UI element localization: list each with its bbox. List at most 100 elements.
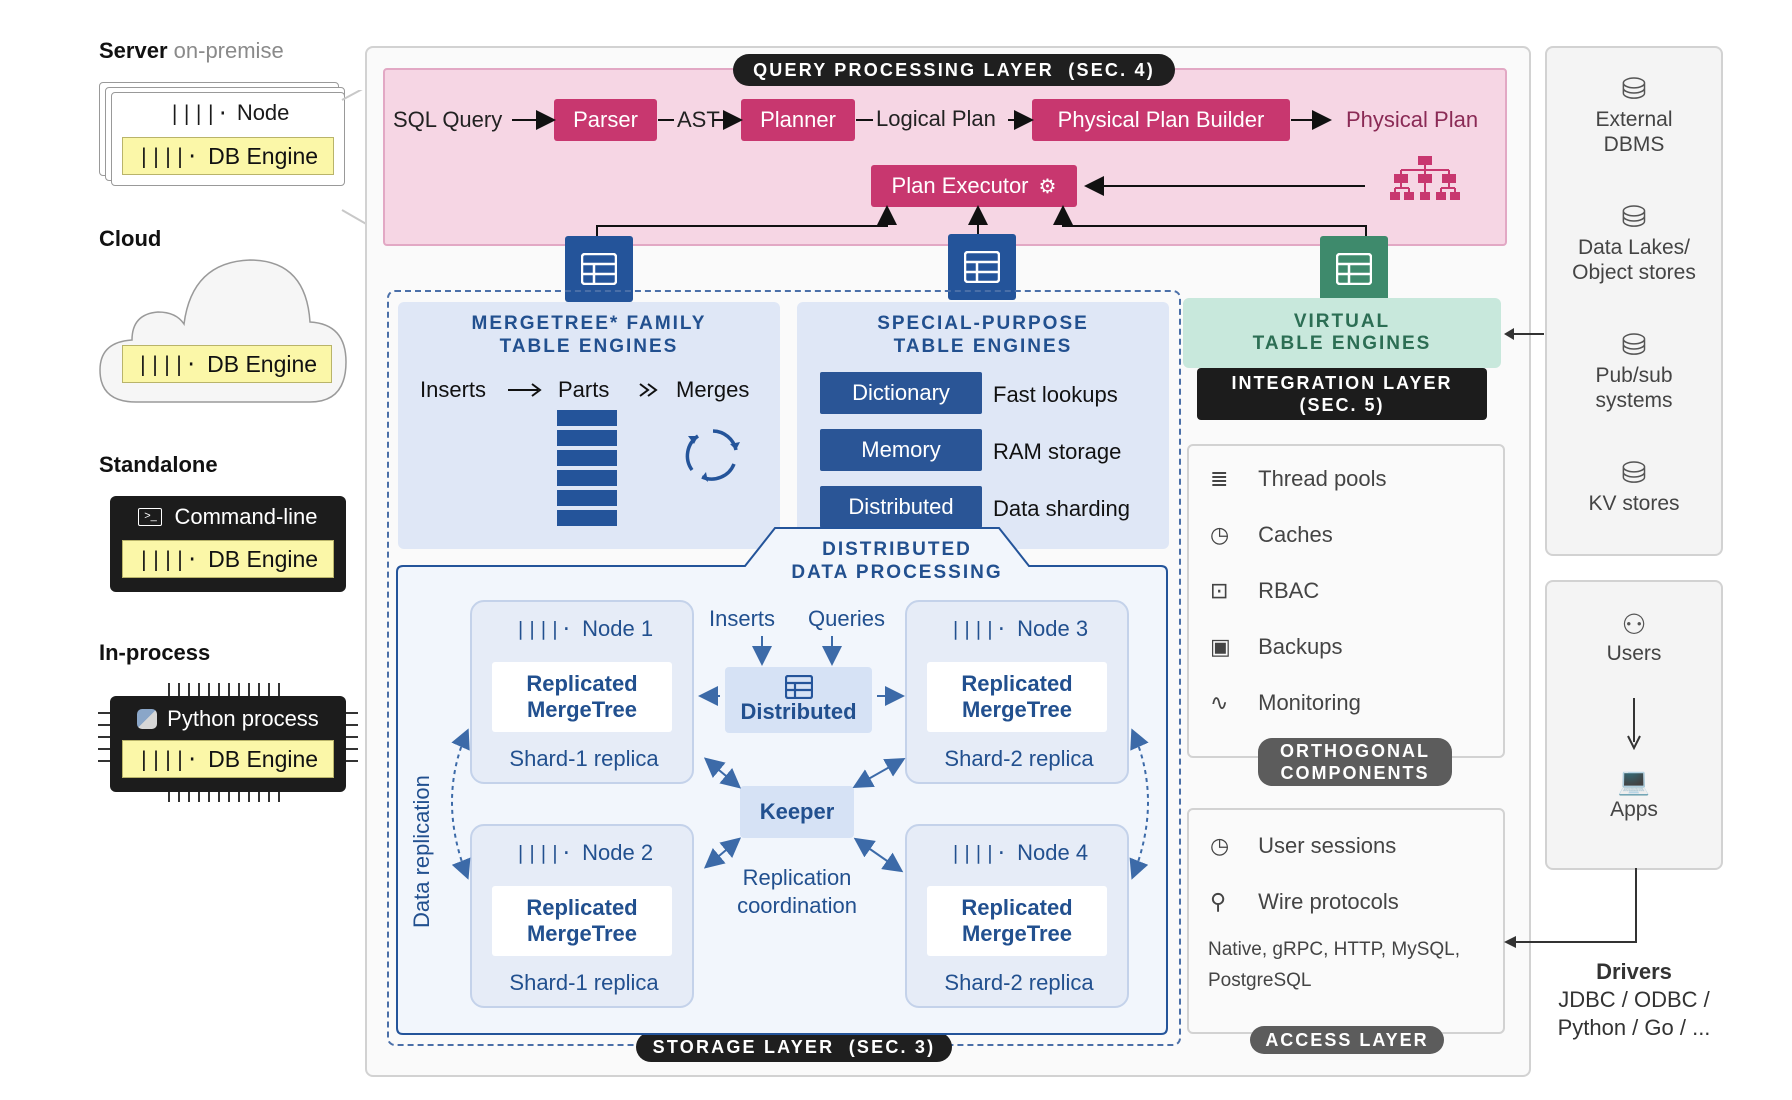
memory-engine: Memory bbox=[820, 429, 982, 471]
data-lakes-2: Object stores bbox=[1572, 261, 1696, 284]
integration-line-2: (SEC. 5) bbox=[1299, 395, 1385, 415]
thread-pools-row: ≣ Thread pools bbox=[1210, 466, 1387, 492]
cloud-db-engine: ||||· DB Engine bbox=[122, 345, 332, 383]
drivers-line-1: JDBC / ODBC / bbox=[1558, 987, 1710, 1012]
node-2-rep1: Replicated bbox=[526, 895, 638, 920]
node-4-title: ||||· Node 4 bbox=[907, 840, 1131, 866]
integration-line-1: INTEGRATION LAYER bbox=[1231, 373, 1453, 393]
caches-label: Caches bbox=[1258, 522, 1333, 547]
node-3-rep2: MergeTree bbox=[961, 697, 1073, 722]
barcode-icon: ||||· bbox=[514, 618, 573, 640]
mergetree-arrows bbox=[508, 383, 658, 397]
replication-line-1: Replication bbox=[742, 865, 852, 890]
plan-tree-icon bbox=[1390, 156, 1460, 200]
pulse-icon: ∿ bbox=[1210, 690, 1229, 715]
node-3-rep1: Replicated bbox=[961, 671, 1073, 696]
table-icon bbox=[784, 675, 813, 699]
backups-row: ▣ Backups bbox=[1210, 634, 1343, 660]
mergetree-parts: Parts bbox=[558, 377, 610, 402]
laptop-icon: 💻 bbox=[1617, 766, 1651, 796]
thread-pools-label: Thread pools bbox=[1258, 466, 1387, 491]
kv-stores-1: KV stores bbox=[1588, 492, 1680, 515]
inprocess-db-engine: ||||· DB Engine bbox=[122, 740, 334, 778]
backups-label: Backups bbox=[1258, 634, 1343, 659]
server-title: Server bbox=[99, 38, 168, 63]
server-node-row: ||||· Node bbox=[112, 99, 346, 127]
node-2-title: ||||· Node 2 bbox=[472, 840, 696, 866]
stopwatch-icon: ◷ bbox=[1210, 522, 1230, 547]
barcode-icon: ||||· bbox=[137, 547, 199, 571]
parser-box: Parser bbox=[554, 99, 657, 141]
queries-label: Queries bbox=[808, 606, 886, 631]
thread-pools-icon: ≣ bbox=[1210, 466, 1229, 491]
kv-stores: ⛁ KV stores bbox=[1545, 456, 1723, 516]
terminal-icon: >_ bbox=[138, 508, 163, 526]
replication-coordination: Replication coordination bbox=[712, 864, 882, 920]
node-4-rep2: MergeTree bbox=[961, 921, 1073, 946]
drivers-connector bbox=[1504, 868, 1637, 948]
orthogonal-label: ORTHOGONAL COMPONENTS bbox=[1258, 738, 1452, 786]
data-lakes: ⛁ Data Lakes/ Object stores bbox=[1545, 200, 1723, 285]
server-connector bbox=[341, 90, 369, 226]
orthogonal-line-2: COMPONENTS bbox=[1280, 763, 1430, 783]
distributed-table-box: Distributed bbox=[725, 667, 872, 733]
inprocess-box: Python process ||||· DB Engine bbox=[110, 696, 346, 792]
special-title-1: SPECIAL-PURPOSE bbox=[877, 313, 1089, 334]
external-dbms-2: DBMS bbox=[1603, 133, 1665, 156]
server-heading: Server on-premise bbox=[99, 38, 284, 64]
integration-layer-label: INTEGRATION LAYER (SEC. 5) bbox=[1197, 368, 1487, 420]
node-3-replicated: Replicated MergeTree bbox=[927, 662, 1107, 732]
node-1-replicated: Replicated MergeTree bbox=[492, 662, 672, 732]
server-engine-label: DB Engine bbox=[208, 142, 319, 169]
storage-layer-label: STORAGE LAYER (SEC. 3) bbox=[636, 1032, 952, 1062]
database-shapes-icon: ⛁ bbox=[1621, 201, 1647, 234]
distributed-arrows bbox=[451, 636, 1149, 880]
python-row: Python process bbox=[110, 704, 346, 734]
barcode-icon: ||||· bbox=[168, 101, 229, 125]
query-layer-label: QUERY PROCESSING LAYER (SEC. 4) bbox=[733, 54, 1175, 86]
pubsub: ⛁ Pub/sub systems bbox=[1545, 328, 1723, 413]
distributed-table-label: Distributed bbox=[740, 699, 857, 724]
save-icon: ▣ bbox=[1210, 634, 1231, 659]
node-2-shard: Shard-1 replica bbox=[509, 970, 659, 995]
drivers-line-2: Python / Go / ... bbox=[1557, 1015, 1711, 1040]
monitoring-label: Monitoring bbox=[1258, 690, 1361, 715]
replication-line-2: coordination bbox=[737, 893, 857, 918]
node-2-replicated: Replicated MergeTree bbox=[492, 886, 672, 956]
cloud-engine-label: DB Engine bbox=[207, 350, 318, 377]
node-2: ||||· Node 2 Replicated MergeTree Shard-… bbox=[470, 824, 694, 1008]
distributed-desc: Data sharding bbox=[993, 496, 1130, 521]
planner-box: Planner bbox=[741, 99, 855, 141]
external-to-virtual-arrow bbox=[1504, 328, 1544, 340]
node-1-name: Node 1 bbox=[582, 616, 654, 641]
external-dbms: ⛁ External DBMS bbox=[1545, 72, 1723, 157]
mergetree-inserts: Inserts bbox=[420, 377, 487, 402]
mergetree-title: MERGETREE* FAMILY TABLE ENGINES bbox=[398, 312, 780, 358]
sql-query-label: SQL Query bbox=[393, 107, 503, 132]
node-2-name: Node 2 bbox=[582, 840, 654, 865]
standalone-engine-label: DB Engine bbox=[208, 545, 319, 572]
merge-cycle-icon bbox=[685, 429, 740, 482]
mergetree-title-2: TABLE ENGINES bbox=[499, 336, 679, 357]
node-1: ||||· Node 1 Replicated MergeTree Shard-… bbox=[470, 600, 694, 784]
physical-plan-label: Physical Plan bbox=[1346, 107, 1479, 132]
wire-protocols-row: ⚲ Wire protocols bbox=[1210, 889, 1399, 915]
pubsub-1: Pub/sub bbox=[1595, 364, 1673, 387]
special-table-icon bbox=[948, 234, 1016, 300]
plug-icon: ⚲ bbox=[1210, 889, 1227, 914]
node-4-rep1: Replicated bbox=[961, 895, 1073, 920]
server-card: ||||· Node ||||· DB Engine bbox=[111, 92, 345, 186]
node-1-title: ||||· Node 1 bbox=[472, 616, 696, 642]
inprocess-title: In-process bbox=[99, 640, 211, 665]
database-network-icon: ⛁ bbox=[1621, 329, 1647, 362]
inprocess-engine-label: DB Engine bbox=[208, 745, 319, 772]
python-icon bbox=[137, 709, 158, 729]
dictionary-desc: Fast lookups bbox=[993, 382, 1118, 407]
distributed-title-2: DATA PROCESSING bbox=[791, 562, 1003, 583]
virtual-panel: VIRTUAL TABLE ENGINES bbox=[1183, 298, 1501, 368]
drivers-title: Drivers bbox=[1596, 959, 1672, 984]
node-3-title: ||||· Node 3 bbox=[907, 616, 1131, 642]
access-panel bbox=[1187, 808, 1505, 1034]
python-label: Python process bbox=[167, 706, 319, 731]
apps-label: Apps bbox=[1610, 798, 1658, 821]
